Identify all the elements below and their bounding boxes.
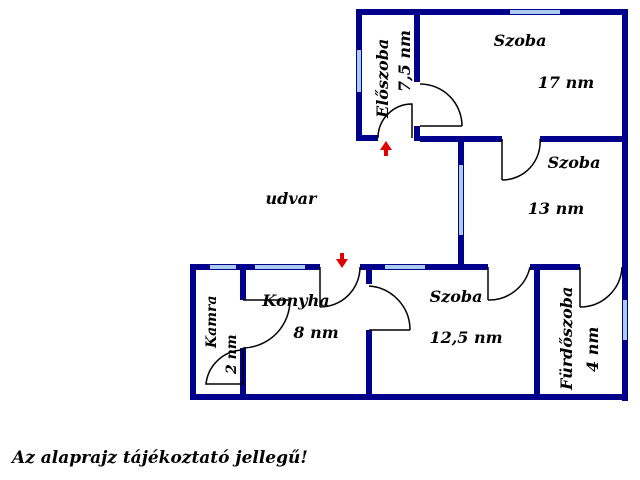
- windows: [210, 10, 627, 340]
- room-name-szoba-2: Szoba: [548, 153, 601, 172]
- room-name-szoba-3: Szoba: [430, 287, 483, 306]
- room-name-szoba-1: Szoba: [494, 31, 547, 50]
- disclaimer-text: Az alaprajz tájékoztató jellegű!: [12, 448, 308, 468]
- room-name-eloszoba: Előszoba: [373, 39, 392, 119]
- room-area-szoba-1: 17 nm: [538, 73, 594, 92]
- room-area-kamra: 2 nm: [224, 334, 240, 375]
- room-name-furdoszoba: Fürdőszoba: [557, 287, 576, 391]
- room-area-szoba-2: 13 nm: [528, 199, 584, 218]
- room-area-szoba-3: 12,5 nm: [429, 328, 502, 347]
- entrance-arrow-up: [380, 141, 392, 156]
- room-area-furdoszoba: 4 nm: [583, 327, 602, 372]
- room-area-eloszoba: 7,5 nm: [395, 30, 414, 92]
- entrance-arrows: [336, 141, 392, 268]
- entrance-arrow-down: [336, 253, 348, 268]
- doors: [205, 83, 623, 385]
- room-name-konyha: Konyha: [261, 291, 329, 310]
- room-area-konyha: 8 nm: [292, 323, 338, 342]
- yard-label: udvar: [266, 189, 318, 208]
- room-name-kamra: Kamra: [204, 296, 220, 350]
